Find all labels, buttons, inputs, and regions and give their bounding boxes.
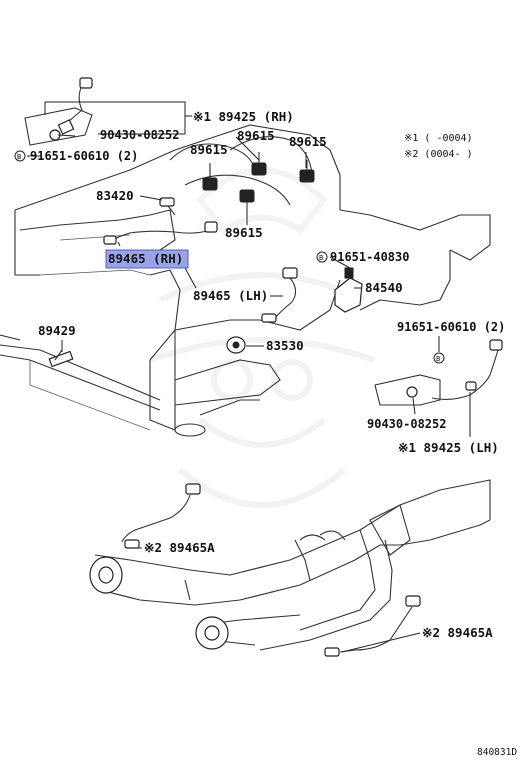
- label-89615-c[interactable]: 89615: [289, 134, 327, 149]
- label-91651-right[interactable]: 91651-60610 (2): [397, 320, 505, 334]
- svg-text:B: B: [17, 153, 21, 161]
- label-89615-d[interactable]: 89615: [225, 225, 263, 240]
- label-89465a-bottom[interactable]: ※2 89465A: [422, 625, 493, 640]
- sensor-83420: [159, 197, 176, 216]
- label-89425-lh[interactable]: ※1 89425 (LH): [398, 440, 499, 455]
- knock-sensor-89615-d: [239, 189, 255, 215]
- label-83530[interactable]: 83530: [266, 338, 304, 353]
- label-91651-mid[interactable]: 91651-40830: [330, 250, 409, 264]
- bolt-symbol-right: B: [433, 352, 445, 364]
- bolt-symbol-mid: B: [316, 251, 328, 263]
- bolt-symbol-top: B: [14, 150, 26, 162]
- sensor-89465a-top: [121, 483, 201, 549]
- label-89465-lh[interactable]: 89465 (LH): [193, 288, 268, 303]
- highlight-89465-rh: [105, 249, 189, 269]
- label-89615-a[interactable]: 89615: [237, 128, 275, 143]
- exhaust-system: [89, 479, 491, 651]
- callout-labels: ※1 89425 (RH) 90430-08252 91651-60610 (2…: [30, 109, 505, 640]
- label-89465-rh[interactable]: 89465 (RH): [108, 251, 183, 266]
- label-91651-top[interactable]: 91651-60610 (2): [30, 149, 138, 163]
- leader-lines: [27, 101, 471, 653]
- note-1: ※1 ( -0004): [404, 133, 473, 144]
- label-90430-right[interactable]: 90430-08252: [367, 417, 446, 431]
- switch-84540: [334, 267, 363, 313]
- sensor-89425-rh: [24, 77, 93, 146]
- sensor-89465a-bottom: [324, 595, 421, 657]
- engine-block: [0, 124, 491, 437]
- svg-text:B: B: [436, 355, 440, 363]
- sensor-89429: [48, 349, 74, 368]
- sensor-89465-lh: [261, 267, 298, 323]
- label-90430-top[interactable]: 90430-08252: [100, 128, 179, 142]
- label-84540[interactable]: 84540: [365, 280, 403, 295]
- knock-sensor-89615-c: [299, 160, 315, 183]
- label-89425-rh[interactable]: ※1 89425 (RH): [193, 109, 294, 124]
- sensor-89425-lh: [374, 339, 503, 406]
- watermark-emblem: [148, 167, 376, 508]
- svg-text:B: B: [319, 254, 323, 262]
- sender-83530: [226, 336, 246, 354]
- note-2: ※2 (0004- ): [404, 149, 473, 160]
- label-89465a-top[interactable]: ※2 89465A: [144, 540, 215, 555]
- label-89615-b[interactable]: 89615: [190, 142, 228, 157]
- diagram-code: 840831D: [477, 747, 517, 758]
- label-83420[interactable]: 83420: [96, 188, 134, 203]
- label-89429[interactable]: 89429: [38, 323, 76, 338]
- knock-sensor-89615-b: [251, 152, 267, 176]
- sensor-89465-rh: [103, 221, 218, 245]
- date-notes: ※1 ( -0004) ※2 (0004- ): [404, 133, 473, 160]
